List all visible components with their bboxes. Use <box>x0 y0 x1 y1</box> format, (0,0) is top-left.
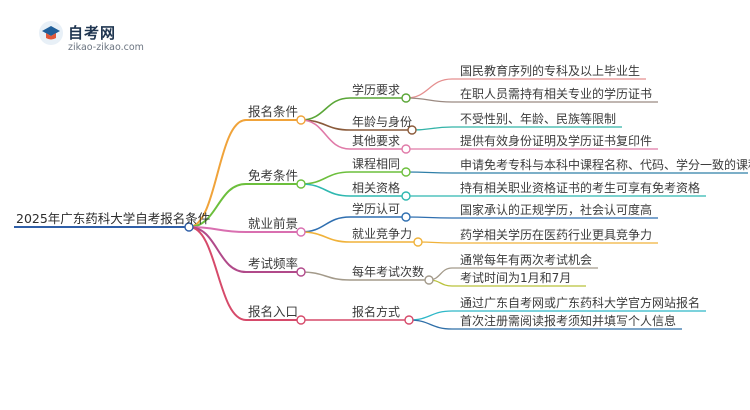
root-topic[interactable]: 2025年广东药科大学自考报名条件 <box>16 211 211 226</box>
subtopic-collapse-toggle[interactable] <box>407 125 417 135</box>
site-logo[interactable]: 自考网 zikao-zikao.com <box>38 18 158 62</box>
branch-topic[interactable]: 就业前景 <box>248 216 299 231</box>
leaf-connector <box>405 78 453 99</box>
subtopic-connector <box>300 271 351 281</box>
subtopic[interactable]: 每年考试次数 <box>352 265 425 279</box>
subtopic-connector <box>300 216 351 233</box>
branch-collapse-toggle[interactable] <box>296 227 306 237</box>
subtopic-collapse-toggle[interactable] <box>401 144 411 154</box>
logo-subtitle: zikao-zikao.com <box>68 42 144 53</box>
leaf-connector <box>408 310 453 321</box>
leaf-connector <box>411 126 453 131</box>
leaf-topic[interactable]: 持有相关职业资格证书的考生可享有免考资格 <box>460 181 701 195</box>
leaf-connector <box>408 319 453 330</box>
branch-connector <box>188 226 247 273</box>
subtopic[interactable]: 学历要求 <box>352 83 401 97</box>
subtopic-connector <box>300 231 351 243</box>
subtopic[interactable]: 年龄与身份 <box>352 115 413 129</box>
leaf-connector <box>405 97 453 103</box>
graduation-cap-icon <box>39 21 63 45</box>
subtopic-collapse-toggle[interactable] <box>401 93 411 103</box>
leaf-topic[interactable]: 国民教育序列的专科及以上毕业生 <box>460 64 641 78</box>
subtopic[interactable]: 学历认可 <box>352 202 401 216</box>
leaf-topic[interactable]: 申请免考专科与本科中课程名称、代码、学分一致的课程 <box>460 158 750 172</box>
logo-title: 自考网 <box>68 24 117 42</box>
branch-connector <box>188 183 247 228</box>
branch-connector <box>188 119 247 228</box>
subtopic[interactable]: 其他要求 <box>352 134 401 148</box>
subtopic-connector <box>300 183 351 197</box>
branch-collapse-toggle[interactable] <box>296 315 306 325</box>
leaf-topic[interactable]: 不受性别、年龄、民族等限制 <box>460 112 617 126</box>
leaf-connector <box>417 241 453 244</box>
leaf-topic[interactable]: 通过广东自考网或广东药科大学官方网站报名 <box>460 296 701 310</box>
root-collapse-toggle[interactable] <box>184 222 194 232</box>
leaf-topic[interactable]: 国家承认的正规学历，社会认可度高 <box>460 203 653 217</box>
leaf-topic[interactable]: 通常每年有两次考试机会 <box>460 253 593 267</box>
subtopic[interactable]: 就业竞争力 <box>352 227 413 241</box>
leaf-topic[interactable]: 在职人员需持有相关专业的学历证书 <box>460 87 653 101</box>
subtopic-collapse-toggle[interactable] <box>404 315 414 325</box>
leaf-connector <box>405 171 453 174</box>
leaf-topic[interactable]: 药学相关学历在医药行业更具竞争力 <box>460 228 653 242</box>
leaf-topic[interactable]: 首次注册需阅读报考须知并填写个人信息 <box>460 314 677 328</box>
leaf-connector <box>405 216 453 219</box>
leaf-topic[interactable]: 考试时间为1月和7月 <box>460 271 572 285</box>
subtopic[interactable]: 相关资格 <box>352 181 401 195</box>
subtopic-collapse-toggle[interactable] <box>401 191 411 201</box>
subtopic-collapse-toggle[interactable] <box>413 237 423 247</box>
branch-collapse-toggle[interactable] <box>296 179 306 189</box>
branch-connector <box>188 226 247 321</box>
subtopic-connector <box>300 97 351 121</box>
subtopic-collapse-toggle[interactable] <box>401 167 411 177</box>
leaf-topic[interactable]: 提供有效身份证明及学历证书复印件 <box>460 134 653 148</box>
branch-topic[interactable]: 考试频率 <box>248 256 299 271</box>
branch-topic[interactable]: 报名入口 <box>248 304 299 319</box>
branch-topic[interactable]: 免考条件 <box>248 168 299 183</box>
subtopic[interactable]: 课程相同 <box>352 157 401 171</box>
branch-topic[interactable]: 报名条件 <box>248 104 299 119</box>
branch-collapse-toggle[interactable] <box>296 267 306 277</box>
subtopic-connector <box>300 119 351 150</box>
subtopic[interactable]: 报名方式 <box>352 305 401 319</box>
subtopic-collapse-toggle[interactable] <box>401 212 411 222</box>
subtopic-connector <box>300 171 351 185</box>
subtopic-collapse-toggle[interactable] <box>424 275 434 285</box>
branch-collapse-toggle[interactable] <box>296 115 306 125</box>
